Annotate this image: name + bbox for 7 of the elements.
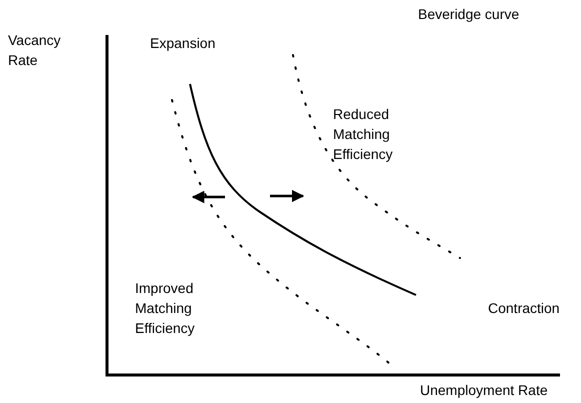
chart-title: Beveridge curve <box>418 5 520 24</box>
region-label: Reduced Matching Efficiency <box>333 105 394 164</box>
axis-label: Vacancy Rate <box>8 31 62 70</box>
axis-label: Unemployment Rate <box>420 381 548 400</box>
region-label: Improved Matching Efficiency <box>135 279 196 338</box>
region-label: Expansion <box>150 34 216 53</box>
region-label: Contraction <box>488 299 560 318</box>
